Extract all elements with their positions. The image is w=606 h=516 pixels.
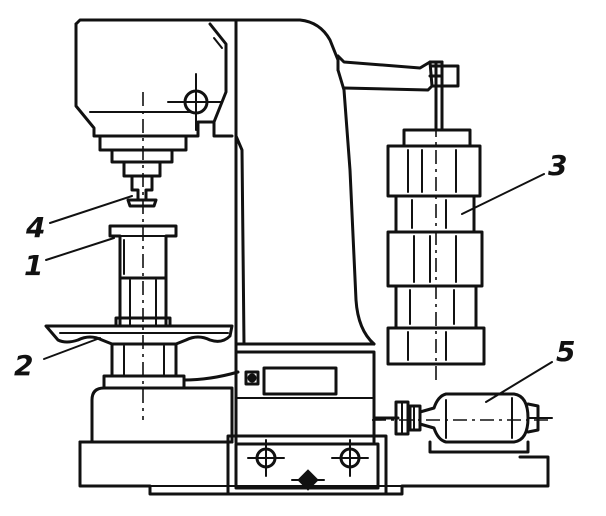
base-plate xyxy=(78,440,550,496)
leader-1 xyxy=(45,237,115,261)
leader-4 xyxy=(49,195,133,224)
center-lines xyxy=(142,92,552,421)
handwheel-icon xyxy=(167,73,223,131)
leader-5 xyxy=(485,361,553,403)
leader-3 xyxy=(461,173,545,215)
gearbox xyxy=(234,342,376,444)
lower-pedestal xyxy=(90,342,240,444)
machine-column xyxy=(234,18,376,346)
leader-2 xyxy=(43,337,101,360)
control-panel xyxy=(226,434,388,496)
callout-label-1: 1 xyxy=(24,249,44,282)
leader-lines xyxy=(43,173,553,403)
electric-motor xyxy=(418,392,553,454)
callout-label-3: 3 xyxy=(548,149,568,182)
weight-stack xyxy=(386,128,486,366)
left-knob-icon xyxy=(247,439,285,477)
callout-label-4: 4 xyxy=(26,211,46,244)
coupling xyxy=(372,400,422,436)
callout-label-2: 2 xyxy=(14,349,34,382)
callout-label-5: 5 xyxy=(556,335,576,368)
center-knob-icon xyxy=(291,469,325,491)
lever-arm xyxy=(336,54,460,132)
machine-head xyxy=(74,18,340,138)
work-table xyxy=(44,324,234,346)
right-knob-icon xyxy=(331,439,369,477)
